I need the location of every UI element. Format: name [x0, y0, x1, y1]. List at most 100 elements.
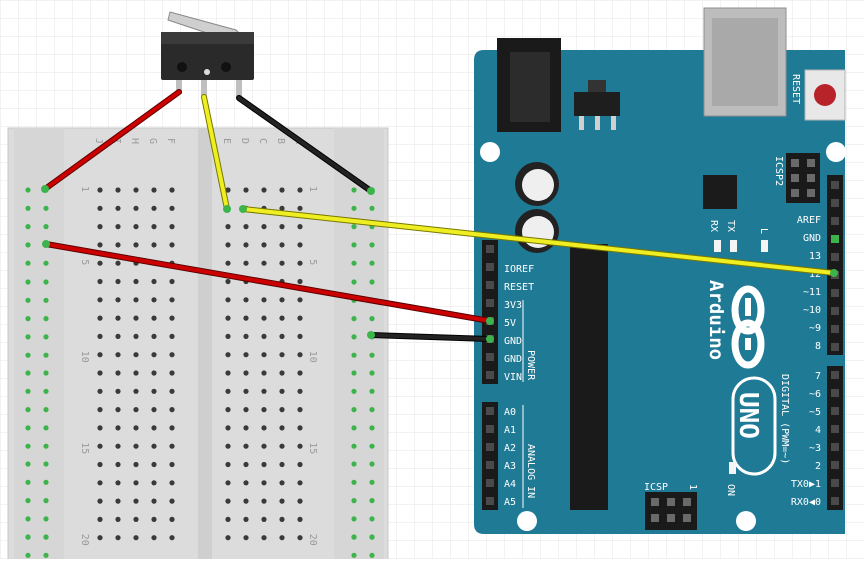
breadboard-hole[interactable]	[151, 205, 157, 211]
breadboard-hole[interactable]	[115, 260, 121, 266]
breadboard-hole[interactable]	[243, 480, 249, 486]
icsp2-pin[interactable]	[791, 159, 799, 167]
breadboard-hole[interactable]	[169, 498, 175, 504]
rail-hole[interactable]	[351, 534, 357, 540]
header-pin[interactable]	[831, 389, 839, 397]
breadboard-hole[interactable]	[115, 425, 121, 431]
breadboard-hole[interactable]	[261, 425, 267, 431]
breadboard-hole[interactable]	[97, 224, 103, 230]
breadboard-hole[interactable]	[169, 297, 175, 303]
breadboard-hole[interactable]	[261, 388, 267, 394]
rail-hole[interactable]	[351, 388, 357, 394]
breadboard-hole[interactable]	[279, 315, 285, 321]
breadboard-hole[interactable]	[297, 370, 303, 376]
breadboard-hole[interactable]	[169, 480, 175, 486]
header-pin[interactable]	[486, 281, 494, 289]
breadboard-hole[interactable]	[243, 242, 249, 248]
rail-hole[interactable]	[25, 443, 31, 449]
breadboard-hole[interactable]	[169, 352, 175, 358]
header-pin[interactable]	[486, 371, 494, 379]
breadboard-hole[interactable]	[133, 242, 139, 248]
icsp2-pin[interactable]	[807, 174, 815, 182]
breadboard-hole[interactable]	[133, 388, 139, 394]
rail-hole[interactable]	[351, 205, 357, 211]
breadboard-hole[interactable]	[261, 352, 267, 358]
breadboard-hole[interactable]	[243, 260, 249, 266]
header-pin[interactable]	[831, 289, 839, 297]
breadboard-hole[interactable]	[97, 461, 103, 468]
breadboard-hole[interactable]	[297, 388, 303, 394]
breadboard-hole[interactable]	[279, 425, 285, 431]
breadboard-hole[interactable]	[261, 187, 267, 193]
header-pin[interactable]	[831, 443, 839, 451]
breadboard-hole[interactable]	[279, 333, 285, 339]
rail-hole[interactable]	[351, 425, 357, 431]
header-pin[interactable]	[486, 263, 494, 271]
header-pin[interactable]	[831, 497, 839, 505]
rail-hole[interactable]	[369, 279, 375, 285]
rail-hole[interactable]	[351, 552, 357, 558]
breadboard-hole[interactable]	[225, 425, 231, 431]
header-pin[interactable]	[831, 371, 839, 379]
breadboard-hole[interactable]	[169, 461, 175, 468]
breadboard-hole[interactable]	[261, 480, 267, 486]
breadboard-hole[interactable]	[261, 297, 267, 303]
rail-hole[interactable]	[25, 260, 31, 266]
breadboard-hole[interactable]	[115, 443, 121, 449]
breadboard-hole[interactable]	[97, 333, 103, 339]
breadboard-hole[interactable]	[243, 224, 249, 230]
breadboard-hole[interactable]	[279, 407, 285, 413]
breadboard-hole[interactable]	[279, 516, 285, 523]
rail-hole[interactable]	[369, 388, 375, 394]
rail-hole[interactable]	[25, 552, 31, 558]
breadboard-hole[interactable]	[297, 461, 303, 468]
breadboard-hole[interactable]	[261, 260, 267, 266]
breadboard-hole[interactable]	[225, 315, 231, 321]
breadboard-hole[interactable]	[261, 315, 267, 321]
breadboard-hole[interactable]	[225, 224, 231, 230]
header-pin[interactable]	[486, 425, 494, 433]
breadboard-hole[interactable]	[133, 407, 139, 413]
breadboard-hole[interactable]	[97, 205, 103, 211]
breadboard-hole[interactable]	[169, 516, 175, 523]
rail-hole[interactable]	[25, 242, 31, 248]
breadboard-hole[interactable]	[279, 480, 285, 486]
breadboard-hole[interactable]	[261, 535, 267, 541]
breadboard-hole[interactable]	[169, 370, 175, 376]
header-pin[interactable]	[486, 497, 494, 505]
rail-hole[interactable]	[351, 443, 357, 449]
breadboard-hole[interactable]	[151, 461, 157, 468]
breadboard-hole[interactable]	[151, 425, 157, 431]
breadboard-hole[interactable]	[115, 333, 121, 339]
breadboard-hole[interactable]	[243, 535, 249, 541]
breadboard-hole[interactable]	[225, 461, 231, 468]
icsp-pin[interactable]	[667, 514, 675, 522]
rail-hole[interactable]	[43, 370, 49, 376]
breadboard-hole[interactable]	[97, 388, 103, 394]
breadboard-hole[interactable]	[115, 498, 121, 504]
rail-hole[interactable]	[43, 534, 49, 540]
rail-hole[interactable]	[369, 534, 375, 540]
breadboard-hole[interactable]	[261, 516, 267, 523]
rail-hole[interactable]	[43, 443, 49, 449]
breadboard-hole[interactable]	[297, 187, 303, 193]
rail-hole[interactable]	[25, 479, 31, 485]
breadboard-hole[interactable]	[151, 370, 157, 376]
breadboard-hole[interactable]	[297, 480, 303, 486]
rail-hole[interactable]	[351, 260, 357, 266]
breadboard-hole[interactable]	[115, 278, 121, 285]
breadboard-hole[interactable]	[243, 297, 249, 303]
breadboard-hole[interactable]	[151, 480, 157, 486]
icsp-pin[interactable]	[683, 514, 691, 522]
header-pin[interactable]	[831, 479, 839, 487]
icsp-pin[interactable]	[651, 498, 659, 506]
rail-hole[interactable]	[43, 297, 49, 303]
rail-hole[interactable]	[369, 479, 375, 485]
breadboard-hole[interactable]	[279, 388, 285, 394]
rail-hole[interactable]	[25, 297, 31, 303]
breadboard-hole[interactable]	[225, 388, 231, 394]
breadboard-hole[interactable]	[133, 425, 139, 431]
breadboard-hole[interactable]	[225, 535, 231, 541]
rail-hole[interactable]	[43, 334, 49, 340]
breadboard-hole[interactable]	[169, 535, 175, 541]
